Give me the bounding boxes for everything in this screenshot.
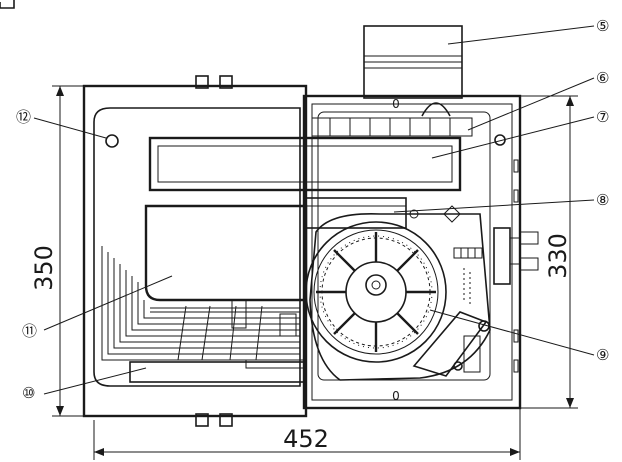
height-dimension-right: 330 xyxy=(544,233,572,279)
leader-lines xyxy=(33,25,595,395)
callout-9: ⑨ xyxy=(596,346,609,364)
zero-mark-top: 0 xyxy=(392,97,400,111)
heater-coils xyxy=(101,246,300,361)
vent-slots xyxy=(311,117,473,137)
dim-bottom xyxy=(93,408,521,460)
motor-block xyxy=(305,197,461,229)
callout-6: ⑥ xyxy=(596,69,609,87)
bottom-bar xyxy=(129,361,307,383)
callout-11: ⑪ xyxy=(22,322,37,340)
callout-12: ⑫ xyxy=(16,108,31,126)
dim-left xyxy=(52,85,84,417)
corner-frame xyxy=(0,0,15,9)
right-connector xyxy=(493,227,539,285)
callouts: ⑤ ⑥ ⑦ ⑧ ⑨ ⑩ ⑪ ⑫ xyxy=(16,17,609,402)
fan-blades xyxy=(319,235,433,349)
duct-outlet xyxy=(363,25,463,99)
callout-7: ⑦ xyxy=(596,108,609,126)
callout-10: ⑩ xyxy=(22,384,35,402)
filter-bar xyxy=(148,136,462,192)
main-housing xyxy=(302,94,522,410)
left-screw xyxy=(105,134,119,148)
dim-right xyxy=(520,95,578,409)
width-dimension-bottom: 452 xyxy=(283,425,329,453)
control-board xyxy=(453,247,483,304)
zero-mark-bottom: 0 xyxy=(392,389,400,403)
height-dimension-left: 350 xyxy=(30,245,58,291)
callout-5: ⑤ xyxy=(596,17,609,35)
fan-hub xyxy=(365,274,387,296)
fan-assembly xyxy=(305,213,491,381)
inner-chamber xyxy=(144,204,308,302)
fan-spokes xyxy=(316,232,436,352)
fan-bracket xyxy=(412,311,488,377)
outlet-bump xyxy=(421,102,451,117)
callout-8: ⑧ xyxy=(596,191,609,209)
left-cover-panel xyxy=(82,75,308,427)
